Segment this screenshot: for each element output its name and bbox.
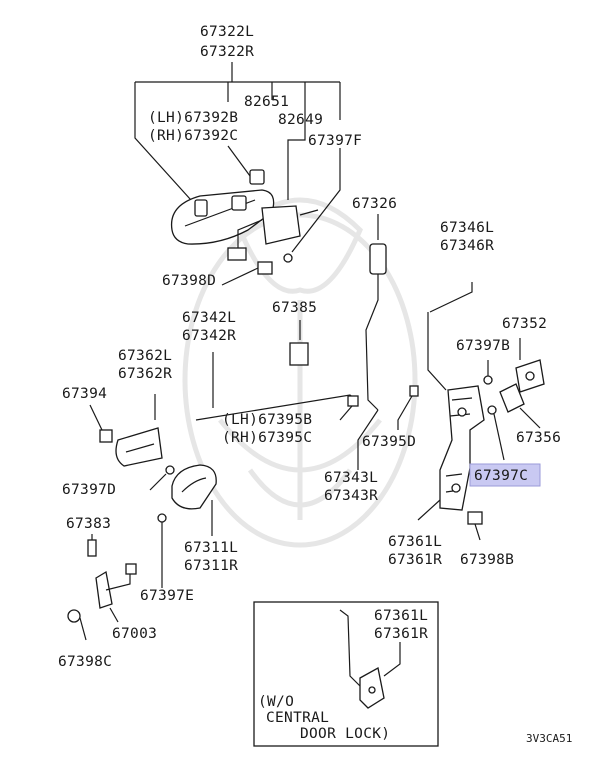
label-67385: 67385 bbox=[272, 300, 317, 316]
label-67342L: 67342L bbox=[182, 310, 236, 326]
label-67395D: 67395D bbox=[362, 434, 416, 450]
inset-note-line-2: CENTRAL bbox=[266, 710, 329, 726]
bolt-67398C bbox=[67, 609, 81, 623]
inset-note-line-1: (W/O bbox=[258, 694, 294, 710]
label-67322L: 67322L bbox=[200, 24, 254, 40]
label-67398B: 67398B bbox=[460, 552, 514, 568]
clip-67385 bbox=[289, 342, 309, 366]
bolt-67398D bbox=[257, 261, 273, 275]
lock-knob-67326 bbox=[369, 243, 387, 275]
label-67383: 67383 bbox=[66, 516, 111, 532]
shim-67356 bbox=[499, 383, 525, 413]
label-67361R: 67361R bbox=[388, 552, 442, 568]
label-67397C: 67397C bbox=[474, 468, 528, 484]
clip-67395D bbox=[409, 385, 419, 397]
label-67346L: 67346L bbox=[440, 220, 494, 236]
label-67395C: (RH)67395C bbox=[222, 430, 312, 446]
label-67343R: 67343R bbox=[324, 488, 378, 504]
bolt-67398B bbox=[467, 511, 483, 525]
label-67346R: 67346R bbox=[440, 238, 494, 254]
screw-67397D bbox=[165, 465, 175, 475]
label-inset-67361L: 67361L bbox=[374, 608, 428, 624]
screw-67397E bbox=[157, 513, 167, 523]
label-67003: 67003 bbox=[112, 626, 157, 642]
label-67397E: 67397E bbox=[140, 588, 194, 604]
rod-clip-67395 bbox=[347, 395, 359, 407]
rods-group bbox=[195, 214, 473, 470]
door-switch-82649 bbox=[261, 205, 301, 245]
label-67343L: 67343L bbox=[324, 470, 378, 486]
inside-handle-67311 bbox=[171, 464, 217, 510]
label-67356: 67356 bbox=[516, 430, 561, 446]
harness-connector bbox=[227, 247, 247, 261]
label-67397F: 67397F bbox=[308, 133, 362, 149]
svg-text:67322L: 67322L bbox=[200, 24, 254, 40]
label-82651: 82651 bbox=[244, 94, 289, 110]
label-67398C: 67398C bbox=[58, 654, 112, 670]
highlight-67397C bbox=[469, 463, 541, 487]
label-67362R: 67362R bbox=[118, 366, 172, 382]
label-67392C: (RH)67392C bbox=[148, 128, 238, 144]
label-67395B: (LH)67395B bbox=[222, 412, 312, 428]
inside-handle-group bbox=[67, 394, 217, 641]
label-67394: 67394 bbox=[62, 386, 107, 402]
label-67326: 67326 bbox=[352, 196, 397, 212]
label-67361L: 67361L bbox=[388, 534, 442, 550]
inset-note-line-3: DOOR LOCK) bbox=[300, 726, 390, 742]
svg-text:67322R: 67322R bbox=[200, 44, 254, 60]
screw-67397F bbox=[283, 253, 293, 263]
label-67397D: 67397D bbox=[62, 482, 116, 498]
clip-67392 bbox=[249, 169, 265, 185]
screw-67397B bbox=[483, 375, 493, 385]
door-check-67003 bbox=[95, 570, 113, 609]
inside-handle-frame-67362 bbox=[115, 427, 163, 467]
label-67322R: 67322R bbox=[200, 44, 254, 60]
outside-handle bbox=[170, 189, 275, 245]
bolt-67383 bbox=[87, 539, 97, 557]
label-67311R: 67311R bbox=[184, 558, 238, 574]
inset-box bbox=[253, 601, 439, 747]
door-latch-67361 bbox=[439, 385, 485, 511]
label-67352: 67352 bbox=[502, 316, 547, 332]
part-labels: 67322L 67322R 82651 (LH)67392B (RH)67392… bbox=[58, 24, 572, 745]
latch-group bbox=[417, 338, 545, 541]
handle-link bbox=[231, 195, 247, 211]
label-67398D: 67398D bbox=[162, 273, 216, 289]
label-82649: 82649 bbox=[278, 112, 323, 128]
diagram-code: 3V3CA51 bbox=[526, 732, 572, 745]
label-67362L: 67362L bbox=[118, 348, 172, 364]
label-67397B: 67397B bbox=[456, 338, 510, 354]
label-67311L: 67311L bbox=[184, 540, 238, 556]
outside-handle-group bbox=[134, 62, 341, 286]
screw-67397C bbox=[487, 405, 497, 415]
label-67342R: 67342R bbox=[182, 328, 236, 344]
label-67392B: (LH)67392B bbox=[148, 110, 238, 126]
handle-pivot bbox=[194, 199, 208, 217]
label-inset-67361R: 67361R bbox=[374, 626, 428, 642]
clip-67394 bbox=[99, 429, 113, 443]
